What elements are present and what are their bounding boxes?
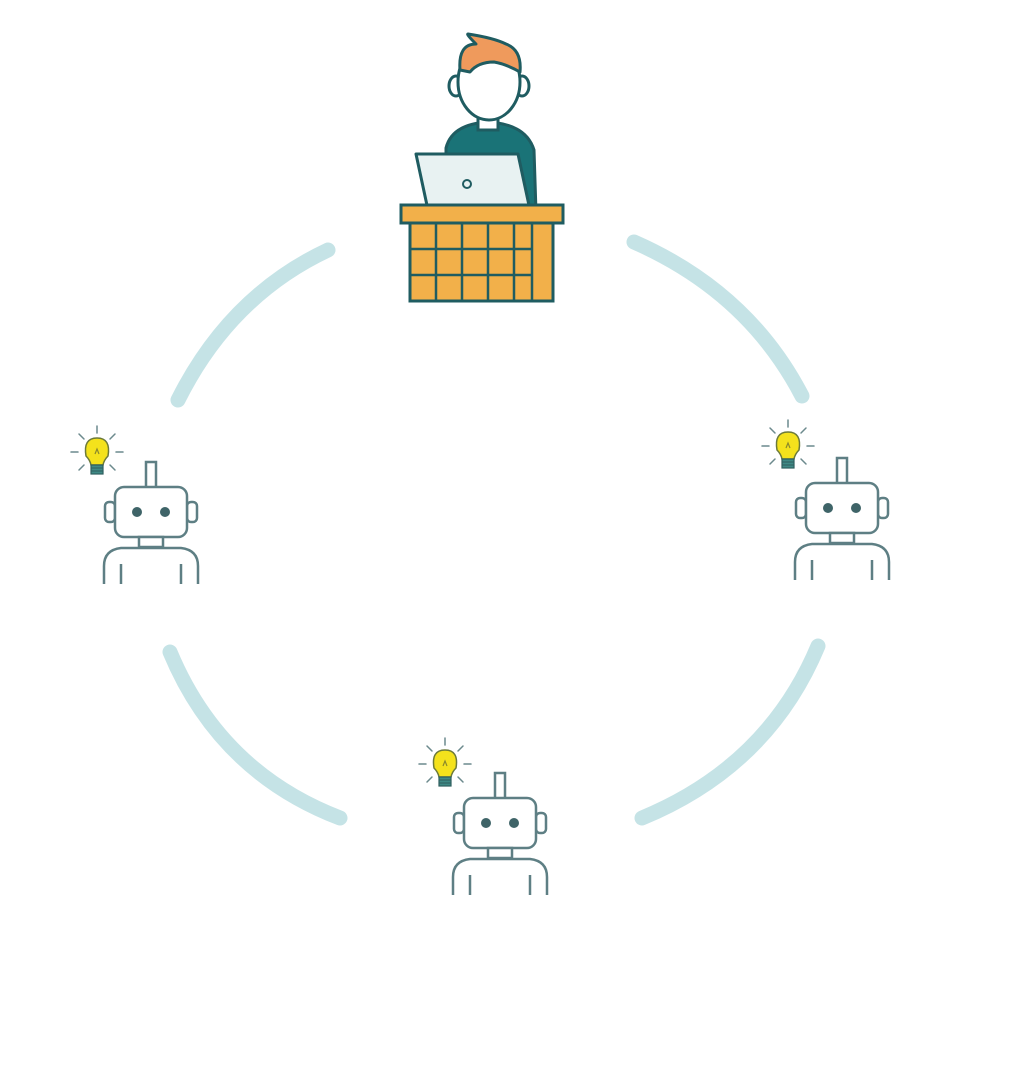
robot-icon — [104, 462, 198, 584]
robot-right — [762, 420, 889, 580]
ring-arc-top-left — [178, 250, 328, 400]
robot-icon — [453, 773, 547, 895]
lightbulb-icon — [419, 738, 471, 786]
person-at-laptop-desk-icon — [401, 34, 563, 301]
ring-arc-top-right — [634, 242, 802, 396]
lightbulb-icon — [762, 420, 814, 468]
lightbulb-icon — [71, 426, 123, 474]
robot-bottom — [419, 738, 547, 895]
laptop-screen — [416, 154, 530, 210]
cycle-ring — [170, 242, 818, 818]
ring-arc-bottom-left — [170, 652, 340, 818]
robot-icon — [795, 458, 889, 580]
desk-top — [401, 205, 563, 223]
ring-arc-bottom-right — [642, 646, 818, 818]
robot-left — [71, 426, 198, 584]
